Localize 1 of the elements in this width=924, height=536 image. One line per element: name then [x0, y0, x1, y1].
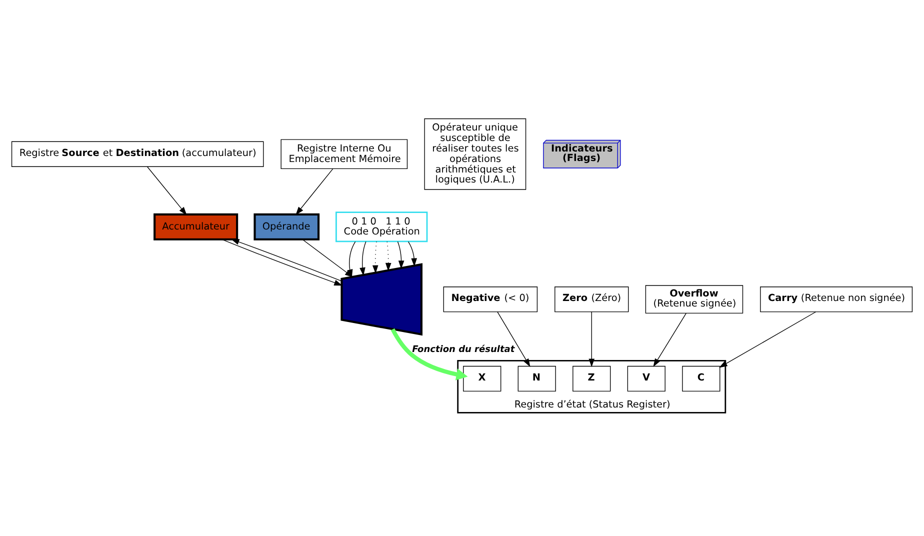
edge-label: Fonction du résultat [412, 344, 515, 354]
